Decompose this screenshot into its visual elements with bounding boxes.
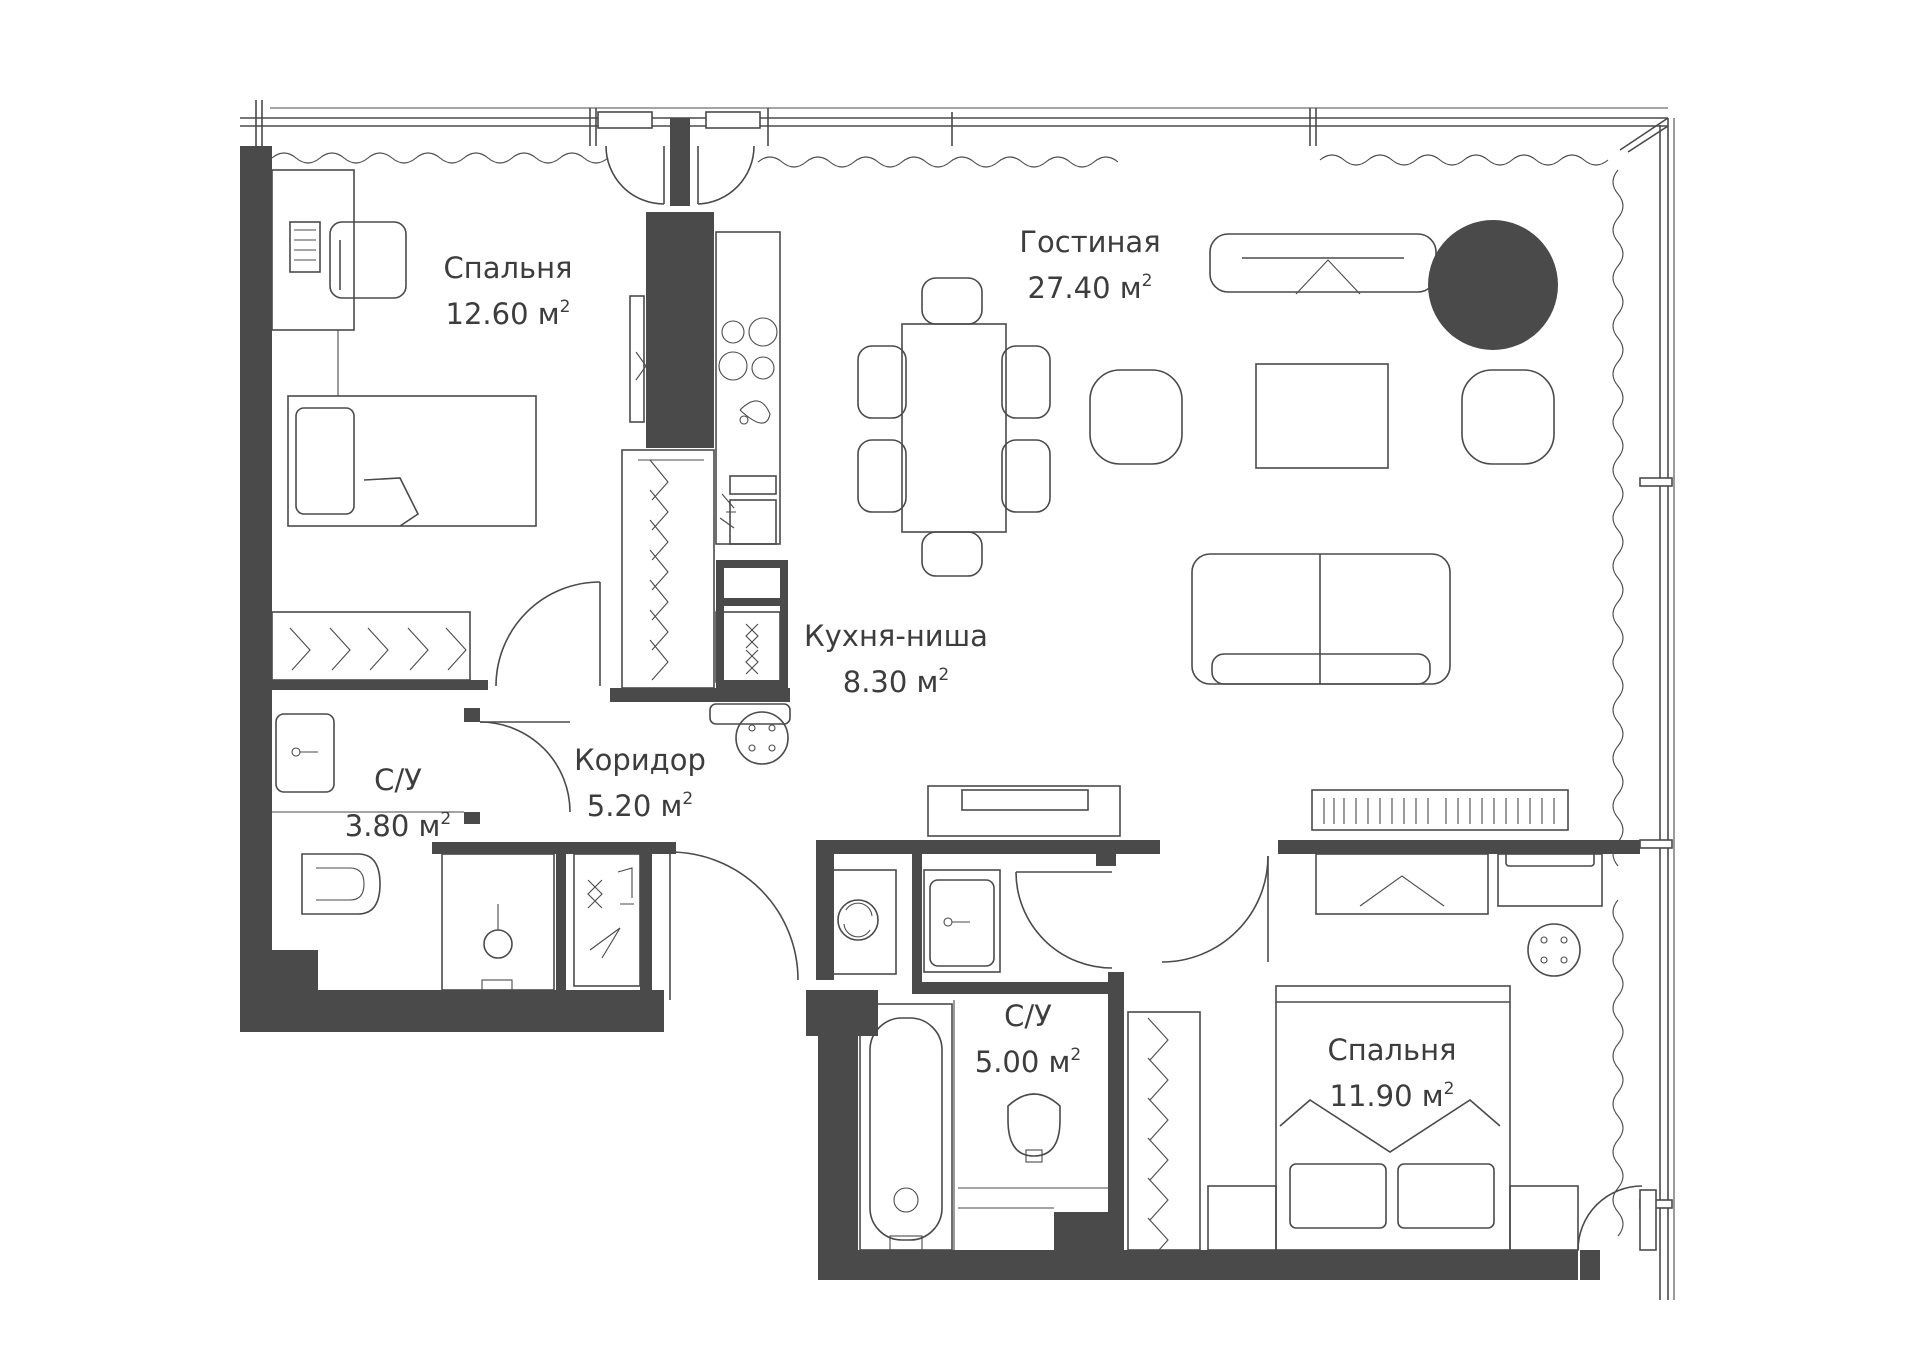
curtains bbox=[271, 152, 1624, 1237]
svg-text:8.30 м2: 8.30 м2 bbox=[843, 665, 950, 699]
doors bbox=[479, 111, 1657, 1251]
bedroom-1-furniture bbox=[271, 169, 647, 681]
area-unit-exponent: 2 bbox=[1444, 1079, 1455, 1099]
room-area: 12.60 м bbox=[446, 297, 560, 331]
room-name: Кухня-ниша bbox=[804, 619, 988, 653]
room-name: Спальня bbox=[443, 251, 572, 285]
area-unit-exponent: 2 bbox=[560, 297, 571, 317]
area-unit-exponent: 2 bbox=[440, 809, 451, 829]
area-unit-exponent: 2 bbox=[682, 789, 693, 809]
room-label-corridor: Коридор 5.20 м2 bbox=[574, 743, 706, 823]
room-label-bedroom-2: Спальня 11.90 м2 bbox=[1327, 1033, 1456, 1113]
svg-text:5.00 м2: 5.00 м2 bbox=[975, 1045, 1082, 1079]
svg-text:11.90 м2: 11.90 м2 bbox=[1330, 1079, 1455, 1113]
room-area: 27.40 м bbox=[1028, 271, 1142, 305]
bath-2-fixtures bbox=[817, 869, 1108, 1251]
room-label-kitchen: Кухня-ниша 8.30 м2 bbox=[804, 619, 988, 699]
svg-text:5.20 м2: 5.20 м2 bbox=[587, 789, 694, 823]
room-label-bedroom-1: Спальня 12.60 м2 bbox=[443, 251, 572, 331]
svg-text:12.60 м2: 12.60 м2 bbox=[446, 297, 571, 331]
room-name: Спальня bbox=[1327, 1033, 1456, 1067]
kitchen-furniture bbox=[621, 231, 791, 765]
room-name: С/У bbox=[374, 763, 422, 797]
room-label-bath-2: С/У 5.00 м2 bbox=[975, 999, 1082, 1079]
room-area: 8.30 м bbox=[843, 665, 939, 699]
area-unit-exponent: 2 bbox=[1070, 1045, 1081, 1065]
room-name: Коридор bbox=[574, 743, 706, 777]
room-area: 5.20 м bbox=[587, 789, 683, 823]
room-name: Гостиная bbox=[1019, 225, 1160, 259]
svg-text:3.80 м2: 3.80 м2 bbox=[345, 809, 452, 843]
area-unit-exponent: 2 bbox=[1142, 271, 1153, 291]
bath-1-fixtures bbox=[272, 713, 641, 991]
walls bbox=[240, 118, 1640, 1280]
room-label-living: Гостиная 27.40 м2 bbox=[1019, 225, 1160, 305]
room-area: 5.00 м bbox=[975, 1045, 1071, 1079]
window-frames bbox=[240, 100, 1675, 1300]
room-name: С/У bbox=[1004, 999, 1052, 1033]
room-area: 11.90 м bbox=[1330, 1079, 1444, 1113]
bedroom-2-furniture bbox=[1127, 851, 1603, 1261]
room-label-bath-1: С/У 3.80 м2 bbox=[345, 763, 452, 843]
area-unit-exponent: 2 bbox=[938, 665, 949, 685]
living-furniture bbox=[857, 220, 1569, 837]
svg-text:27.40 м2: 27.40 м2 bbox=[1028, 271, 1153, 305]
room-area: 3.80 м bbox=[345, 809, 441, 843]
